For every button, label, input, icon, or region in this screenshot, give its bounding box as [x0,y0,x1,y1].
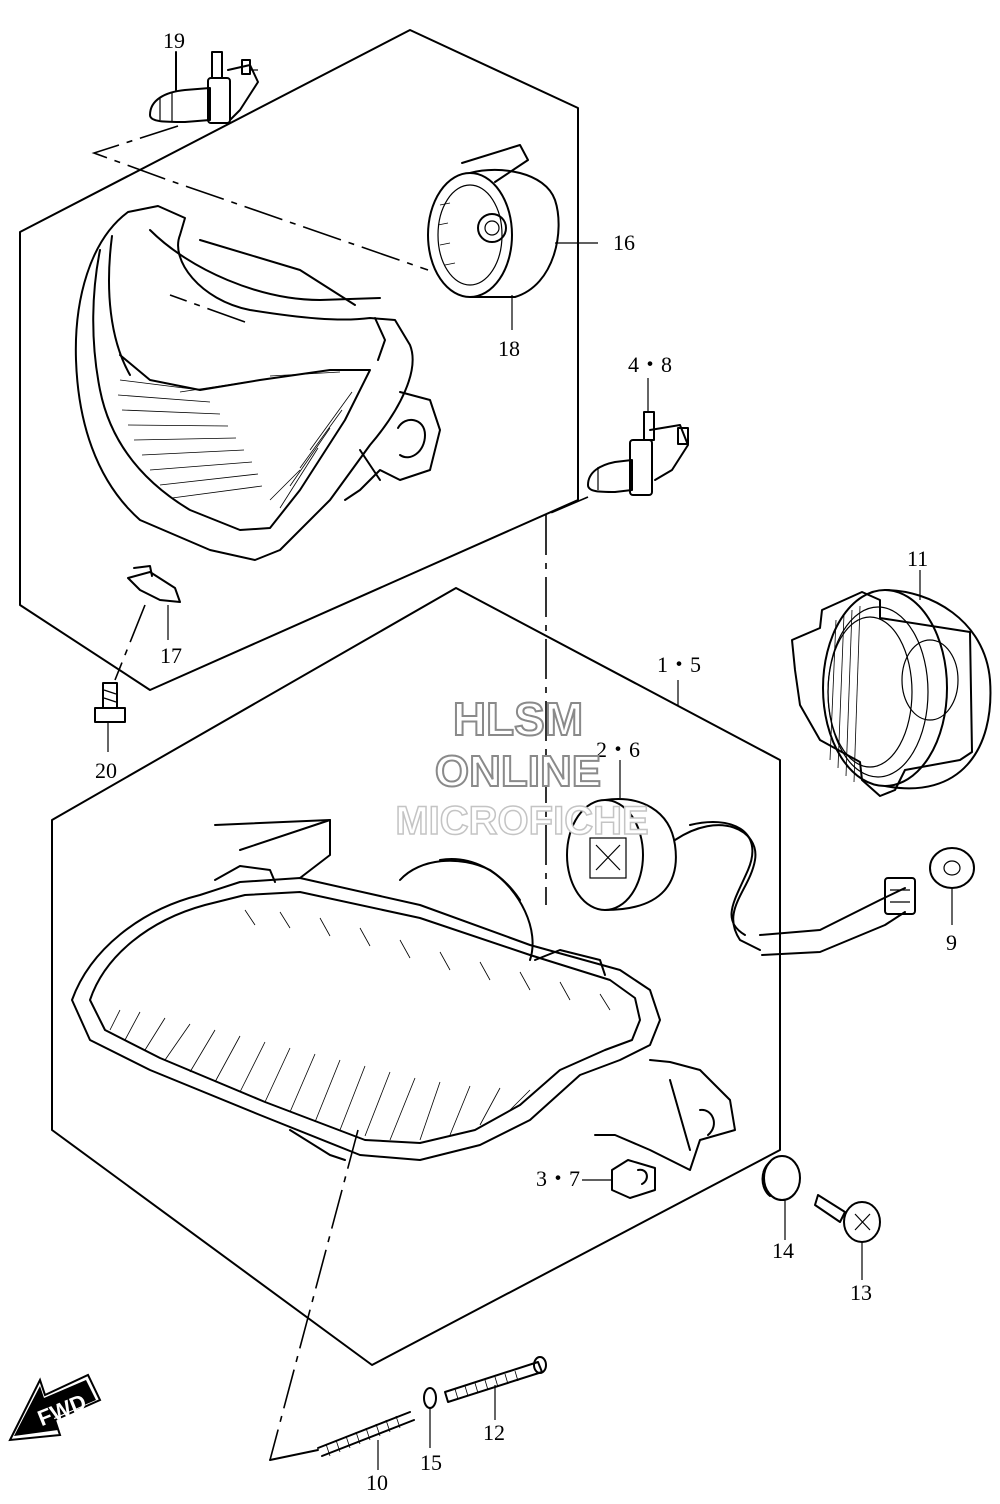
grommet-14 [761,1155,801,1201]
callout-10: 10 [366,1470,388,1495]
lower-assembly-frame [51,587,781,1366]
washer-15 [423,1387,437,1409]
callout-16: 16 [613,230,635,255]
socket-11 [791,589,992,797]
clip-17 [127,565,181,603]
callout-19: 19 [163,28,185,53]
callout-1-5: 1・5 [657,652,701,677]
upper-headlamp [74,205,441,561]
socket-harness-2-6 [566,798,916,956]
callout-4-8: 4・8 [628,352,672,377]
spring-10 [317,1411,415,1457]
callout-2-6: 2・6 [596,737,640,762]
watermark-line-3: MICROFICHE [395,799,648,843]
lower-headlamp [71,819,736,1171]
callout-11: 11 [907,546,928,571]
callout-12: 12 [483,1420,505,1445]
callout-14: 14 [772,1238,794,1263]
socket-cover-16 [427,144,560,298]
callout-13: 13 [850,1280,872,1305]
callout-15: 15 [420,1450,442,1475]
upper-assembly-frame [19,29,579,691]
callout-20: 20 [95,758,117,783]
callout-9: 9 [946,930,957,955]
watermark-line-1: HLSM [453,693,583,745]
grommet-9 [929,847,975,889]
screw-13 [814,1194,881,1243]
bulb-4-8 [587,411,689,496]
callout-18: 18 [498,336,520,361]
callout-3-7: 3・7 [536,1166,580,1191]
watermark: HLSM ONLINE MICROFICHE [395,692,650,844]
watermark-line-2: ONLINE [435,747,601,796]
fwd-arrow: FWD [8,1373,102,1442]
bolt-20 [94,682,126,723]
adjuster-screw-12 [444,1356,547,1403]
callout-17: 17 [160,643,182,668]
bulb-19-guide-line [91,125,429,271]
clip-3-7 [611,1159,656,1199]
bulb-19 [149,51,259,124]
